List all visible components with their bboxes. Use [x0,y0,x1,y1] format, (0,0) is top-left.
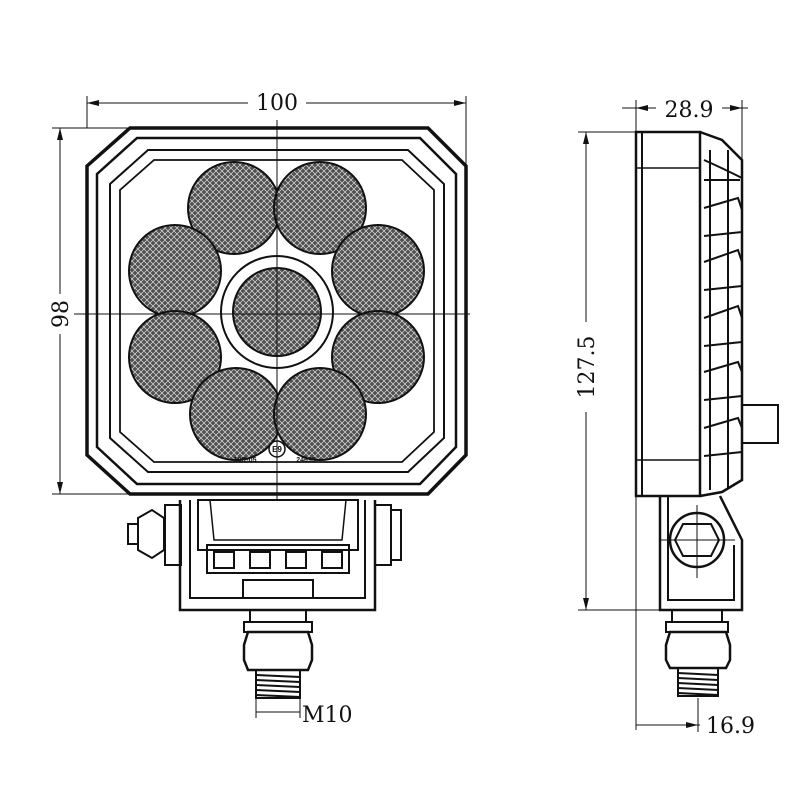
dimension-bolt-offset-label: 16.9 [706,714,755,739]
dimension-thread: M10 [255,698,353,728]
led [273,367,367,461]
bracket-slot [249,551,271,569]
led [189,367,283,461]
mounting-bolt [242,609,314,699]
emark-circle [268,440,286,458]
dimension-width: 100 [86,88,467,166]
housing-outer [85,126,468,496]
led-cluster [128,161,425,461]
dimension-height-label: 98 [49,300,74,328]
dimension-width-label: 100 [256,91,298,116]
lens-frame-outer [109,149,445,473]
side-bracket [658,495,744,612]
cable-gland [741,404,779,444]
dimension-bolt-offset: 16.9 [635,496,755,739]
dimension-total-height: 127.5 [572,131,660,611]
led [128,224,222,318]
dimension-thread-label: M10 [302,703,353,728]
led [331,310,425,404]
marking-left: 10R-05 [234,457,257,464]
led [273,161,367,255]
mounting-bracket [127,499,402,612]
marking-right: 24699 [296,457,316,464]
bracket-slot [213,551,235,569]
side-housing [634,130,702,498]
led [128,310,222,404]
dimension-depth-label: 28.9 [665,98,714,123]
dimension-depth: 28.9 [622,94,748,160]
bracket-slot [285,551,307,569]
front-view: E9 10R-05 24699 [46,88,470,728]
led [331,224,425,318]
housing-inner [95,136,458,486]
dimension-total-height-label: 127.5 [575,336,600,399]
dimension-height: 98 [46,127,130,495]
side-fins [699,130,744,498]
bracket-slot [321,551,343,569]
lens-frame-inner [119,159,435,463]
side-view: 28.9 127.5 16.9 [572,94,779,739]
emark-label: E9 [272,445,282,454]
